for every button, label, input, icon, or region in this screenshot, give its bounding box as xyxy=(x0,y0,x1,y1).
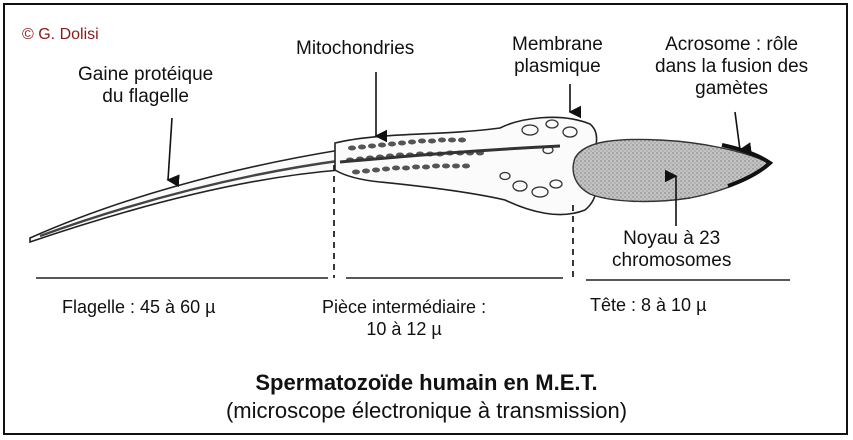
measure-tete: Tête : 8 à 10 µ xyxy=(590,294,706,316)
label-noyau-line-2: chromosomes xyxy=(612,250,731,272)
label-acrosome-line-2: dans la fusion des xyxy=(655,56,808,78)
label-noyau: Noyau à 23 chromosomes xyxy=(612,228,731,272)
label-acrosome: Acrosome : rôle dans la fusion des gamèt… xyxy=(655,34,808,100)
label-noyau-line-1: Noyau à 23 xyxy=(612,228,731,250)
label-acrosome-line-3: gamètes xyxy=(655,78,808,100)
label-membrane: Membrane plasmique xyxy=(512,34,603,78)
label-acrosome-line-1: Acrosome : rôle xyxy=(655,34,808,56)
measure-piece: Pièce intermédiaire : 10 à 12 µ xyxy=(322,296,486,340)
arrow-gaine xyxy=(168,118,172,180)
label-membrane-line-2: plasmique xyxy=(512,56,603,78)
label-membrane-line-1: Membrane xyxy=(512,34,603,56)
figure-subtitle: (microscope électronique à transmission) xyxy=(0,400,853,422)
flagellum xyxy=(30,150,340,242)
figure-title: Spermatozoïde humain en M.E.T. xyxy=(0,372,853,394)
label-mitochondries: Mitochondries xyxy=(296,38,414,60)
measure-piece-line-1: Pièce intermédiaire : xyxy=(322,296,486,318)
measure-piece-line-2: 10 à 12 µ xyxy=(322,318,486,340)
measure-flagelle: Flagelle : 45 à 60 µ xyxy=(62,296,215,318)
label-gaine-line-1: Gaine protéique xyxy=(78,64,213,86)
label-gaine-line-2: du flagelle xyxy=(78,86,213,108)
label-gaine: Gaine protéique du flagelle xyxy=(78,64,213,108)
arrow-acrosome xyxy=(735,112,740,150)
copyright-notice: © G. Dolisi xyxy=(22,24,99,46)
